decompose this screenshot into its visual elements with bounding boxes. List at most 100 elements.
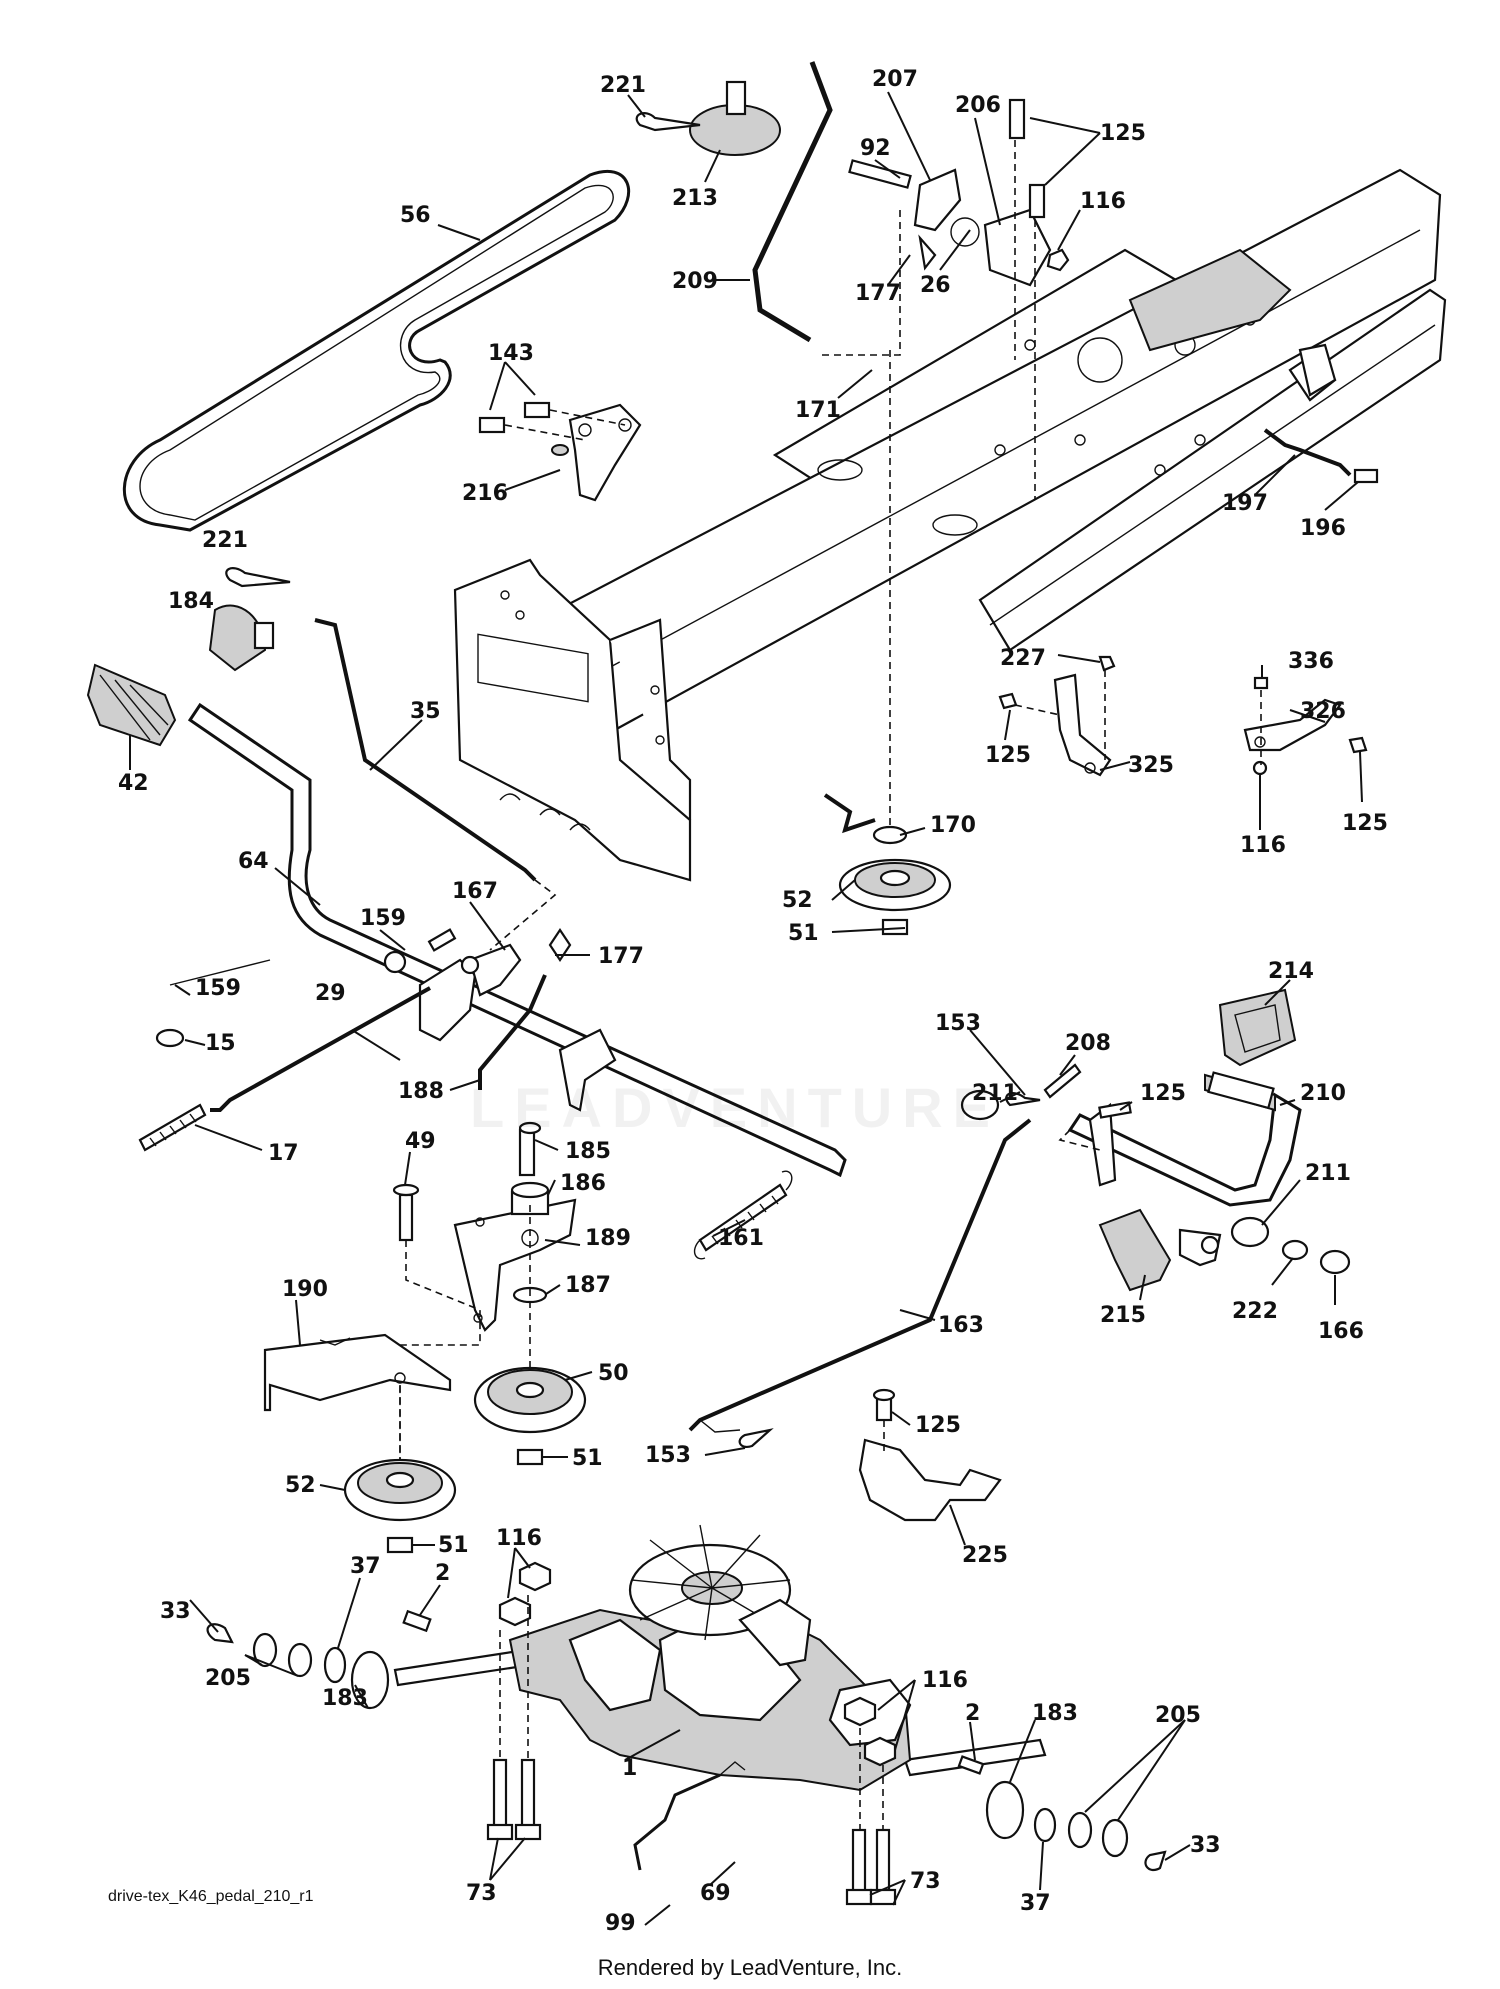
callout-116: 116 (496, 1526, 542, 1551)
callout-143: 143 (488, 341, 534, 366)
callout-50: 50 (598, 1361, 629, 1386)
callout-49: 49 (405, 1129, 436, 1154)
bracket-325 (998, 655, 1116, 777)
callout-116: 116 (1240, 833, 1286, 858)
callout-73: 73 (466, 1881, 497, 1906)
callout-187: 187 (565, 1273, 611, 1298)
shift-lever-assembly (635, 61, 1070, 500)
callout-211: 211 (972, 1081, 1018, 1106)
callout-15: 15 (205, 1031, 236, 1056)
callout-92: 92 (860, 136, 891, 161)
callout-37: 37 (350, 1554, 381, 1579)
callout-26: 26 (920, 273, 951, 298)
transaxle (206, 1524, 1167, 1906)
callout-33: 33 (160, 1599, 191, 1624)
callout-52: 52 (285, 1473, 316, 1498)
idler-pulley-upper (823, 350, 952, 936)
callout-51: 51 (572, 1446, 603, 1471)
callout-196: 196 (1300, 516, 1346, 541)
callout-159: 159 (360, 906, 406, 931)
callout-184: 184 (168, 589, 214, 614)
callout-208: 208 (1065, 1031, 1111, 1056)
callout-52: 52 (782, 888, 813, 913)
callout-166: 166 (1318, 1319, 1364, 1344)
drive-belt (122, 169, 631, 532)
callout-170: 170 (930, 813, 976, 838)
callout-2: 2 (435, 1561, 450, 1586)
callout-153: 153 (645, 1443, 691, 1468)
callout-64: 64 (238, 849, 269, 874)
callout-69: 69 (700, 1881, 731, 1906)
link-197 (1263, 343, 1379, 484)
callout-161: 161 (718, 1226, 764, 1251)
callout-99: 99 (605, 1911, 636, 1936)
callout-205: 205 (205, 1666, 251, 1691)
pedal-shaft-64 (86, 567, 847, 1178)
bracket-225 (858, 1388, 1002, 1522)
callout-51: 51 (788, 921, 819, 946)
bracket-216 (478, 401, 642, 502)
leader-lines (129, 91, 1363, 1926)
callout-227: 227 (1000, 646, 1046, 671)
callout-221: 221 (600, 73, 646, 98)
callout-37: 37 (1020, 1891, 1051, 1916)
callout-186: 186 (560, 1171, 606, 1196)
callout-213: 213 (672, 186, 718, 211)
callout-214: 214 (1268, 959, 1314, 984)
callout-153: 153 (935, 1011, 981, 1036)
callout-171: 171 (795, 398, 841, 423)
callout-210: 210 (1300, 1081, 1346, 1106)
render-credit: Rendered by LeadVenture, Inc. (597, 1955, 903, 1980)
callout-221: 221 (202, 528, 248, 553)
brake-pedal-210 (960, 988, 1351, 1292)
callout-42: 42 (118, 771, 149, 796)
callout-125: 125 (1140, 1081, 1186, 1106)
callout-215: 215 (1100, 1303, 1146, 1328)
callout-167: 167 (452, 879, 498, 904)
callout-325: 325 (1128, 753, 1174, 778)
callout-326: 326 (1300, 699, 1346, 724)
callout-177: 177 (598, 944, 644, 969)
callout-189: 189 (585, 1226, 631, 1251)
diagram-code: drive-tex_K46_pedal_210_r1 (108, 1888, 314, 1905)
watermark: LEADVENTURE (470, 1076, 1001, 1139)
callout-125: 125 (915, 1413, 961, 1438)
callout-163: 163 (938, 1313, 984, 1338)
callout-125: 125 (985, 743, 1031, 768)
callout-336: 336 (1288, 649, 1334, 674)
callout-225: 225 (962, 1543, 1008, 1568)
callout-183: 183 (322, 1686, 368, 1711)
callout-209: 209 (672, 269, 718, 294)
callout-116: 116 (1080, 189, 1126, 214)
callout-197: 197 (1222, 491, 1268, 516)
callout-17: 17 (268, 1141, 299, 1166)
idler-bracket-189 (263, 1121, 587, 1554)
callout-125: 125 (1342, 811, 1388, 836)
callout-56: 56 (400, 203, 431, 228)
callout-188: 188 (398, 1079, 444, 1104)
callout-1: 1 (622, 1756, 637, 1781)
callout-159: 159 (195, 976, 241, 1001)
callout-205: 205 (1155, 1703, 1201, 1728)
callout-125: 125 (1100, 121, 1146, 146)
callout-116: 116 (922, 1668, 968, 1693)
callout-51: 51 (438, 1533, 469, 1558)
callout-216: 216 (462, 481, 508, 506)
callout-211: 211 (1305, 1161, 1351, 1186)
bracket-326 (1243, 676, 1368, 776)
callout-35: 35 (410, 699, 441, 724)
callout-222: 222 (1232, 1299, 1278, 1324)
callout-190: 190 (282, 1277, 328, 1302)
callout-183: 183 (1032, 1701, 1078, 1726)
callout-73: 73 (910, 1869, 941, 1894)
callout-207: 207 (872, 67, 918, 92)
callout-33: 33 (1190, 1833, 1221, 1858)
callout-206: 206 (955, 93, 1001, 118)
callout-2: 2 (965, 1701, 980, 1726)
spring-161 (693, 1170, 793, 1260)
callout-29: 29 (315, 981, 346, 1006)
callout-185: 185 (565, 1139, 611, 1164)
brake-rod-163 (688, 1118, 1032, 1448)
callout-177: 177 (855, 281, 901, 306)
